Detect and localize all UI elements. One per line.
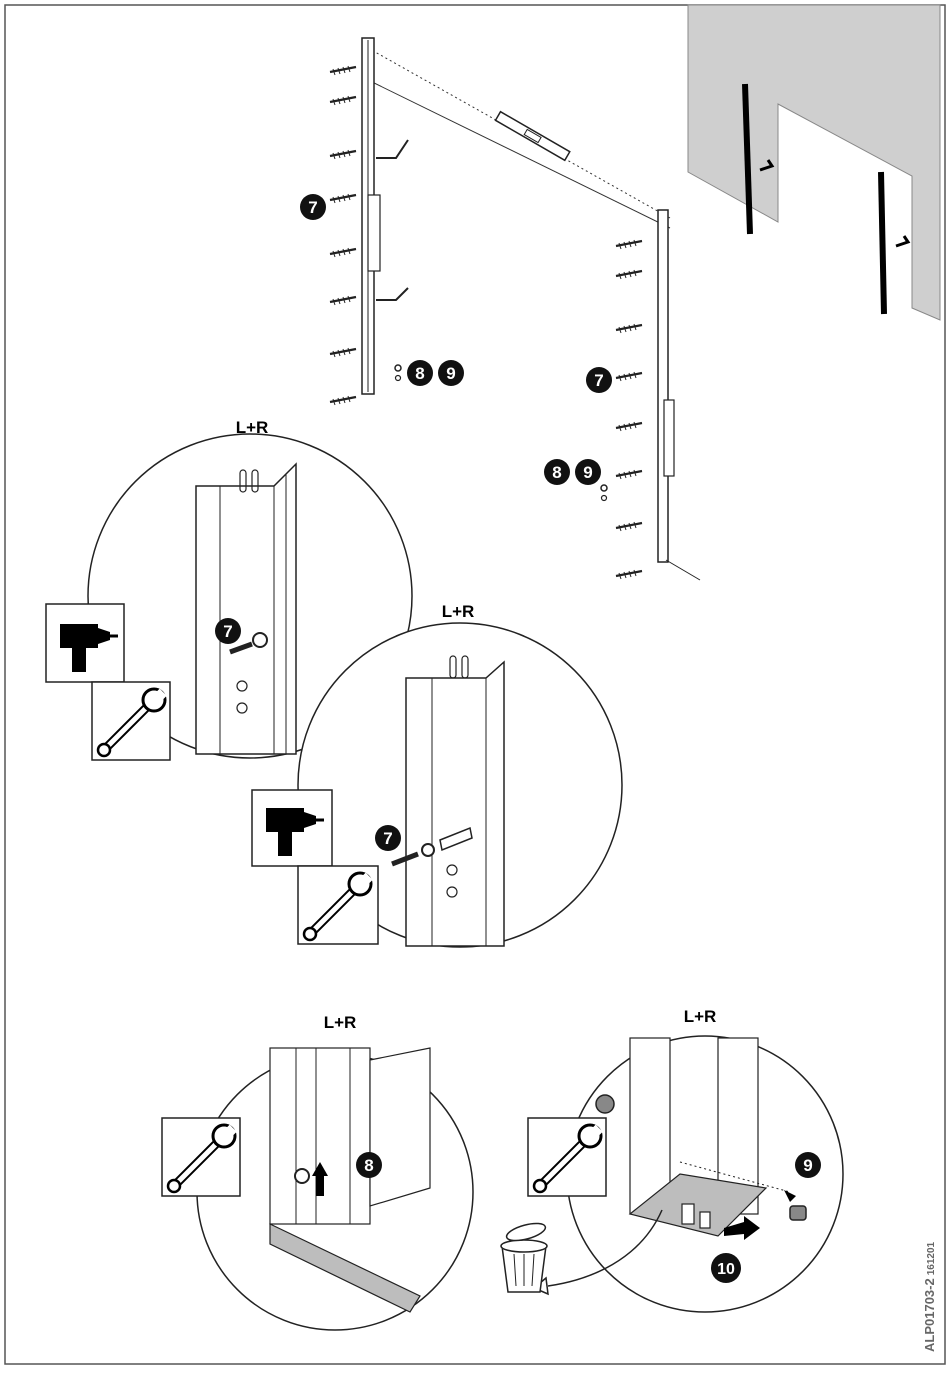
spirit-level-icon bbox=[496, 112, 570, 161]
rail-overview bbox=[362, 38, 700, 580]
wrench-icon bbox=[528, 1118, 606, 1196]
svg-text:9: 9 bbox=[446, 364, 455, 383]
svg-text:9: 9 bbox=[803, 1156, 812, 1175]
svg-text:7: 7 bbox=[383, 829, 392, 848]
document-id: ALP01703-2 161201 bbox=[922, 1242, 937, 1352]
badge-bolt-right: 8 bbox=[544, 459, 570, 485]
svg-text:8: 8 bbox=[415, 364, 424, 383]
screws-right bbox=[616, 240, 642, 579]
badge-nut-right: 9 bbox=[575, 459, 601, 485]
screws-left bbox=[330, 66, 356, 405]
wrench-icon bbox=[298, 866, 378, 944]
badge-bolt-left: 8 bbox=[407, 360, 433, 386]
right-rail bbox=[658, 210, 668, 562]
badge-screw-right: 7 bbox=[586, 367, 612, 393]
arrow-icon bbox=[896, 236, 908, 246]
svg-text:9: 9 bbox=[583, 463, 592, 482]
svg-text:7: 7 bbox=[594, 371, 603, 390]
svg-text:8: 8 bbox=[364, 1156, 373, 1175]
both-sides-label: L+R bbox=[684, 1007, 717, 1026]
badge-screw-left: 7 bbox=[300, 194, 326, 220]
svg-text:7: 7 bbox=[223, 622, 232, 641]
badge-nut-left: 9 bbox=[438, 360, 464, 386]
svg-text:10: 10 bbox=[717, 1261, 735, 1278]
wrench-icon bbox=[162, 1118, 240, 1196]
both-sides-label: L+R bbox=[324, 1013, 357, 1032]
svg-text:7: 7 bbox=[308, 198, 317, 217]
document-version: 161201 bbox=[926, 1242, 937, 1275]
detail-circle-bracket: 9 10 bbox=[567, 1036, 843, 1312]
both-sides-label: L+R bbox=[442, 602, 475, 621]
wrench-icon bbox=[92, 682, 170, 760]
drill-icon bbox=[252, 790, 332, 866]
document-code: ALP01703-2 bbox=[922, 1278, 937, 1352]
drill-icon bbox=[46, 604, 124, 682]
svg-text:8: 8 bbox=[552, 463, 561, 482]
waste-bin-icon bbox=[501, 1220, 547, 1292]
wall-corner bbox=[688, 5, 940, 320]
